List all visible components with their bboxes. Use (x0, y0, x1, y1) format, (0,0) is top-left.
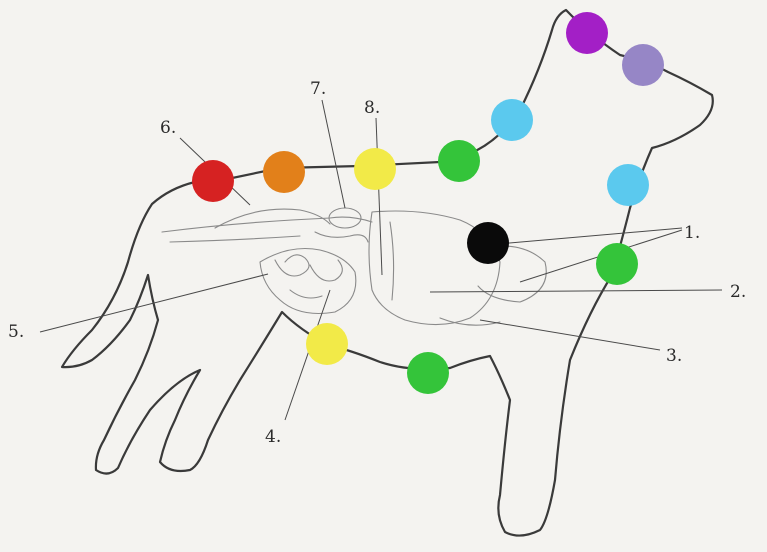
marker-orange (263, 151, 305, 193)
label-8: 8. (364, 98, 380, 118)
label-2: 2. (730, 282, 746, 302)
marker-green-back (438, 140, 480, 182)
marker-lavender (622, 44, 664, 86)
marker-yellow-belly (306, 323, 348, 365)
label-1: 1. (684, 223, 700, 243)
markers (192, 12, 664, 394)
label-3: 3. (666, 346, 682, 366)
label-5: 5. (8, 322, 24, 342)
marker-red (192, 160, 234, 202)
marker-yellow-back (354, 148, 396, 190)
marker-black (467, 222, 509, 264)
marker-light-blue-throat (607, 164, 649, 206)
label-7: 7. (310, 79, 326, 99)
marker-purple (566, 12, 608, 54)
marker-light-blue-neck (491, 99, 533, 141)
marker-green-chest (596, 243, 638, 285)
label-6: 6. (160, 118, 176, 138)
marker-green-belly (407, 352, 449, 394)
label-4: 4. (265, 427, 281, 447)
